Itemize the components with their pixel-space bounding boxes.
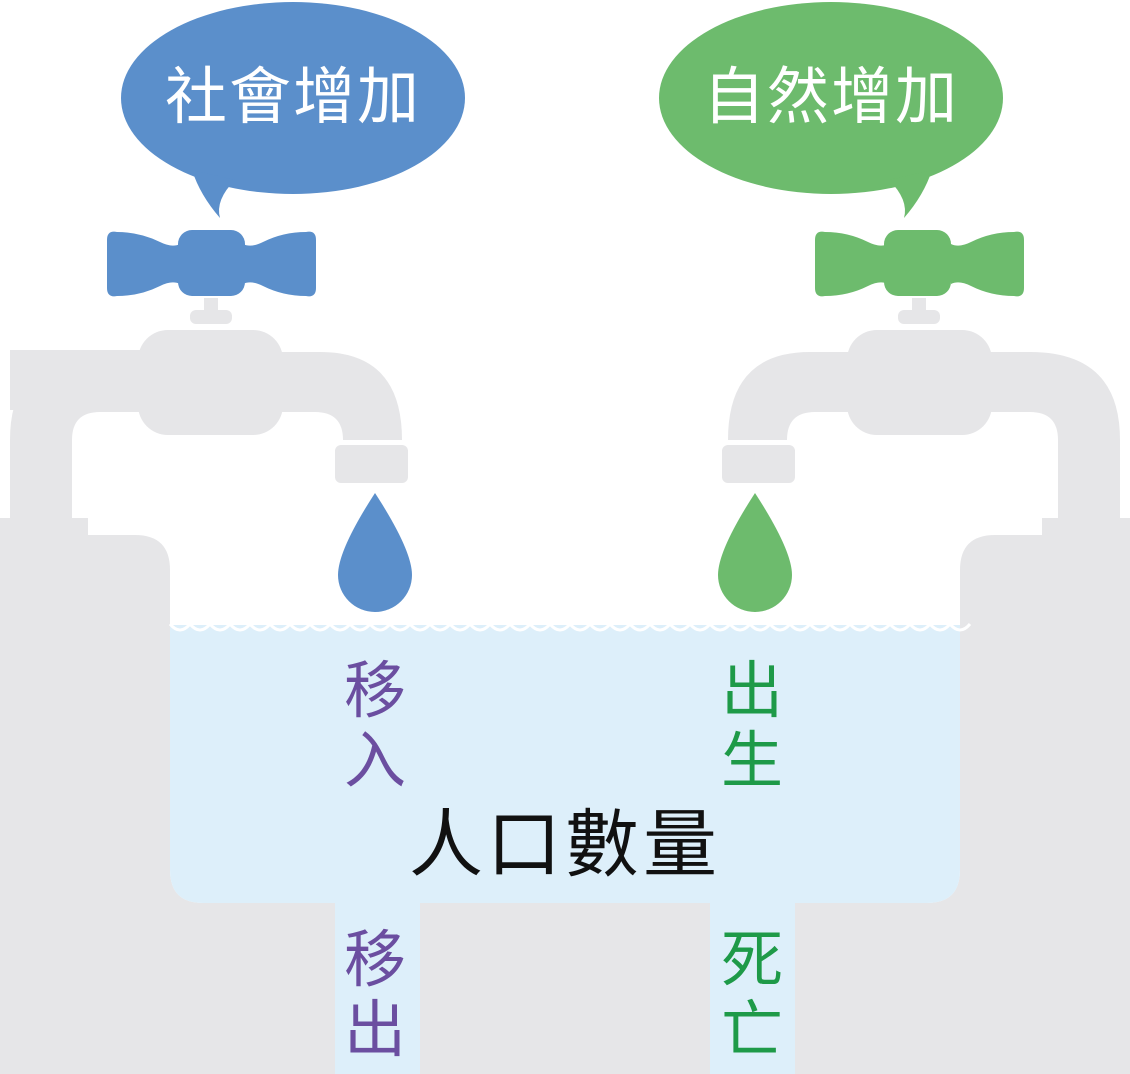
social-increase-label: 社會增加 — [164, 60, 421, 133]
natural-increase-label: 自然增加 — [702, 60, 959, 133]
natural-bubble — [659, 2, 1003, 218]
social-valve-icon — [107, 230, 316, 297]
water — [170, 625, 960, 1074]
out-migration-label: 移出 — [343, 923, 406, 1066]
death-label: 死亡 — [720, 923, 783, 1066]
in-migration-label: 移入 — [343, 654, 406, 797]
natural-valve-icon — [815, 230, 1024, 297]
right-faucet — [722, 298, 1130, 535]
population-label: 人口數量 — [409, 802, 721, 888]
social-bubble — [121, 2, 465, 218]
water-wave — [168, 621, 972, 632]
birth-label: 出生 — [720, 654, 783, 797]
social-water-drop-icon — [338, 493, 412, 612]
left-faucet — [0, 298, 408, 535]
natural-water-drop-icon — [718, 493, 792, 612]
tank — [0, 535, 1130, 1074]
wave-line — [168, 621, 972, 632]
